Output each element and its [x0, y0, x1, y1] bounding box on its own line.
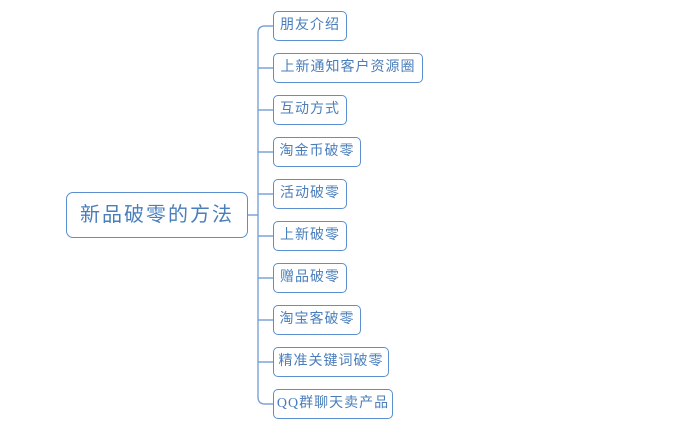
child-node-7[interactable]: 赠品破零	[273, 263, 347, 293]
child-node-label: 淘金币破零	[279, 144, 355, 159]
child-node-8[interactable]: 淘宝客破零	[273, 305, 361, 335]
branch-line-1	[257, 25, 274, 34]
child-node-label: 朋友介绍	[280, 18, 340, 33]
child-node-label: QQ群聊天卖产品	[276, 396, 390, 411]
root-node[interactable]: 新品破零的方法	[66, 192, 248, 238]
child-node-2[interactable]: 上新通知客户资源圈	[273, 53, 423, 83]
child-node-1[interactable]: 朋友介绍	[273, 11, 347, 41]
root-node-label: 新品破零的方法	[80, 204, 234, 226]
child-node-label: 互动方式	[280, 102, 340, 117]
child-node-5[interactable]: 活动破零	[273, 179, 347, 209]
child-node-label: 淘宝客破零	[279, 312, 355, 327]
child-node-6[interactable]: 上新破零	[273, 221, 347, 251]
child-node-label: 赠品破零	[280, 270, 340, 285]
child-node-label: 上新通知客户资源圈	[280, 60, 416, 75]
branch-line-10	[257, 396, 274, 405]
child-node-4[interactable]: 淘金币破零	[273, 137, 361, 167]
child-node-3[interactable]: 互动方式	[273, 95, 347, 125]
child-node-10[interactable]: QQ群聊天卖产品	[273, 389, 393, 419]
child-node-label: 精准关键词破零	[278, 354, 384, 369]
child-node-label: 上新破零	[280, 228, 340, 243]
child-node-label: 活动破零	[280, 186, 340, 201]
child-node-9[interactable]: 精准关键词破零	[273, 347, 389, 377]
